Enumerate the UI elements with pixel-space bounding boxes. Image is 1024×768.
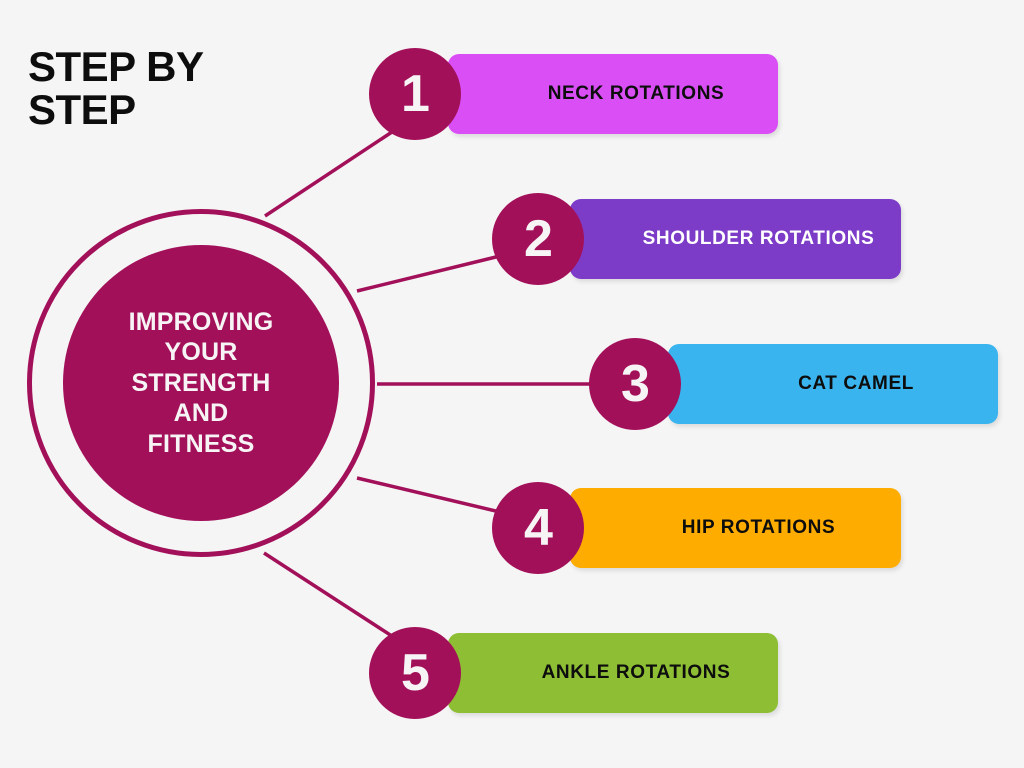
hub-core-circle: IMPROVING YOUR STRENGTH AND FITNESS — [63, 245, 339, 521]
step-label-4: HIP ROTATIONS — [681, 517, 836, 538]
connector-line-5 — [263, 551, 399, 642]
step-bar-1[interactable]: NECK ROTATIONS — [448, 54, 778, 134]
hub-label: IMPROVING YOUR STRENGTH AND FITNESS — [128, 307, 274, 458]
step-badge-2[interactable]: 2 — [492, 193, 584, 285]
page-title: STEP BY STEP — [28, 43, 204, 134]
connector-line-1 — [264, 126, 399, 218]
step-number-5: 5 — [401, 644, 430, 702]
step-bar-2[interactable]: SHOULDER ROTATIONS — [570, 199, 901, 279]
step-badge-3[interactable]: 3 — [589, 338, 681, 430]
connector-line-4 — [356, 476, 501, 514]
step-badge-4[interactable]: 4 — [492, 482, 584, 574]
step-number-1: 1 — [401, 65, 430, 123]
step-number-4: 4 — [524, 499, 553, 557]
step-number-2: 2 — [524, 210, 553, 268]
step-bar-5[interactable]: ANKLE ROTATIONS — [448, 633, 778, 713]
step-label-5: ANKLE ROTATIONS — [541, 662, 731, 683]
hub-outer-ring — [27, 209, 375, 557]
step-bar-4[interactable]: HIP ROTATIONS — [570, 488, 901, 568]
step-badge-1[interactable]: 1 — [369, 48, 461, 140]
center-hub: IMPROVING YOUR STRENGTH AND FITNESS — [27, 209, 375, 557]
step-label-1: NECK ROTATIONS — [547, 83, 725, 104]
connector-line-2 — [356, 254, 501, 293]
step-bar-3[interactable]: CAT CAMEL — [668, 344, 998, 424]
step-label-2: SHOULDER ROTATIONS — [642, 228, 875, 249]
step-label-3: CAT CAMEL — [798, 373, 914, 394]
step-number-3: 3 — [621, 355, 650, 413]
step-badge-5[interactable]: 5 — [369, 627, 461, 719]
